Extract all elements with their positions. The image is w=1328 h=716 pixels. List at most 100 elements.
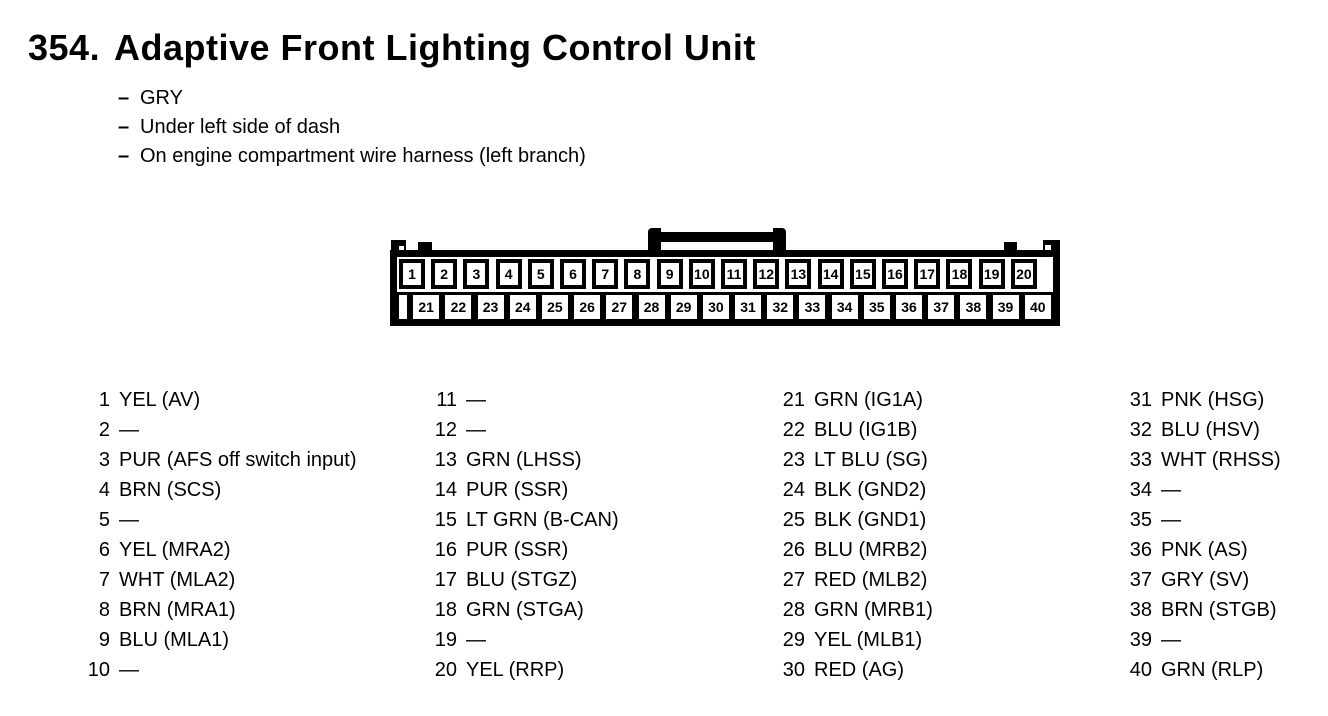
connector-pin-9: 9 [656, 259, 683, 289]
pin-number: 23 [782, 448, 805, 471]
pin-number: 35 [1129, 508, 1152, 531]
pin-number: 22 [782, 418, 805, 441]
pin-description: WHT (MLA2) [119, 568, 236, 591]
pin-description: GRY (SV) [1161, 568, 1250, 591]
pin-description: YEL (RRP) [466, 658, 565, 681]
pin-entry-39: 39— [1126, 625, 1281, 655]
note-line: – On engine compartment wire harness (le… [118, 142, 586, 171]
pin-entry-34: 34— [1126, 475, 1281, 505]
pin-entry-26: 26 BLU (MRB2) [779, 535, 933, 565]
pin-description: GRN (MRB1) [814, 598, 933, 621]
pin-number: 8 [98, 598, 110, 621]
pin-number: 15 [434, 508, 457, 531]
pin-entry-35: 35 — [1126, 505, 1281, 535]
connector-notes: – GRY – Under left side of dash – On eng… [118, 84, 586, 171]
connector-pin-20: 20 [1010, 259, 1037, 289]
connector-pin-13: 13 [785, 259, 812, 289]
connector-pin-8: 8 [624, 259, 651, 289]
pin-number: 38 [1129, 598, 1152, 621]
connector-pin-38: 38 [960, 295, 987, 319]
pin-number: 27 [782, 568, 805, 591]
pin-description: — [1161, 508, 1181, 531]
pin-entry-13: 13 GRN (LHSS) [431, 445, 619, 475]
pin-entry-10: 10— [84, 655, 356, 685]
pin-description: BLU (MRB2) [814, 538, 928, 561]
pin-number: 37 [1129, 568, 1152, 591]
pin-number: 34 [1129, 478, 1152, 501]
pin-number: 12 [434, 418, 457, 441]
dash-bullet: – [118, 145, 130, 167]
connector-pin-21: 21 [413, 295, 440, 319]
dash-bullet: – [118, 116, 130, 138]
connector-pin-18: 18 [946, 259, 973, 289]
pin-description: — [119, 508, 139, 531]
pin-entry-18: 18 GRN (STGA) [431, 595, 619, 625]
pin-number: 11 [436, 388, 457, 411]
connector-pin-33: 33 [799, 295, 826, 319]
page-title: Adaptive Front Lighting Control Unit [114, 27, 756, 68]
connector-pin-26: 26 [574, 295, 601, 319]
section-title-row: 354. Adaptive Front Lighting Control Uni… [28, 28, 756, 68]
connector-pin-4: 4 [495, 259, 522, 289]
connector-pin-36: 36 [896, 295, 922, 319]
pin-description: LT GRN (B-CAN) [466, 508, 619, 531]
pin-description: BRN (SCS) [119, 478, 222, 501]
connector-pin-11: 11 [721, 259, 748, 289]
pin-description: GRN (IG1A) [814, 388, 923, 411]
pin-description: LT BLU (SG) [814, 448, 928, 471]
pin-entry-2: 2— [84, 415, 356, 445]
pin-entry-15: 15 LT GRN (B-CAN) [431, 505, 619, 535]
pin-number: 26 [782, 538, 805, 561]
connector-pin-15: 15 [849, 259, 876, 289]
pin-entry-22: 22 BLU (IG1B) [779, 415, 933, 445]
pin-description: BLU (STGZ) [466, 568, 578, 591]
pin-number: 20 [434, 658, 457, 681]
pin-description: PUR (SSR) [466, 538, 569, 561]
connector-keyway [399, 295, 407, 319]
pin-description: YEL (AV) [119, 388, 201, 411]
pin-number: 17 [434, 568, 457, 591]
pin-entry-5: 5— [84, 505, 356, 535]
section-number: 354. [28, 27, 101, 68]
pin-number: 39 [1129, 628, 1152, 651]
pin-entry-19: 19— [431, 625, 619, 655]
pin-description: RED (MLB2) [814, 568, 928, 591]
pin-description: BLU (IG1B) [814, 418, 918, 441]
connector-pin-35: 35 [863, 295, 890, 319]
connector-pin-3: 3 [463, 259, 490, 289]
connector-tab-right-inner [1004, 242, 1017, 252]
pin-description: GRN (STGA) [466, 598, 584, 621]
connector-pin-10: 10 [688, 259, 715, 289]
pin-number: 10 [87, 658, 110, 681]
pin-number: 32 [1129, 418, 1152, 441]
pin-number: 18 [434, 598, 457, 621]
pin-description: PNK (HSG) [1161, 388, 1265, 411]
pin-description: YEL (MLB1) [814, 628, 923, 651]
pin-number: 31 [1129, 388, 1152, 411]
pin-description: BLU (MLA1) [119, 628, 230, 651]
connector-pin-31: 31 [735, 295, 762, 319]
connector-pin-5: 5 [527, 259, 554, 289]
pin-number: 13 [434, 448, 457, 471]
connector-pin-19: 19 [978, 259, 1005, 289]
connector-pin-24: 24 [509, 295, 536, 319]
pin-entry-12: 12— [431, 415, 619, 445]
pin-number: 1 [98, 388, 110, 411]
connector-pin-12: 12 [753, 259, 780, 289]
pin-description: GRN (LHSS) [466, 448, 582, 471]
connector-pin-14: 14 [817, 259, 844, 289]
